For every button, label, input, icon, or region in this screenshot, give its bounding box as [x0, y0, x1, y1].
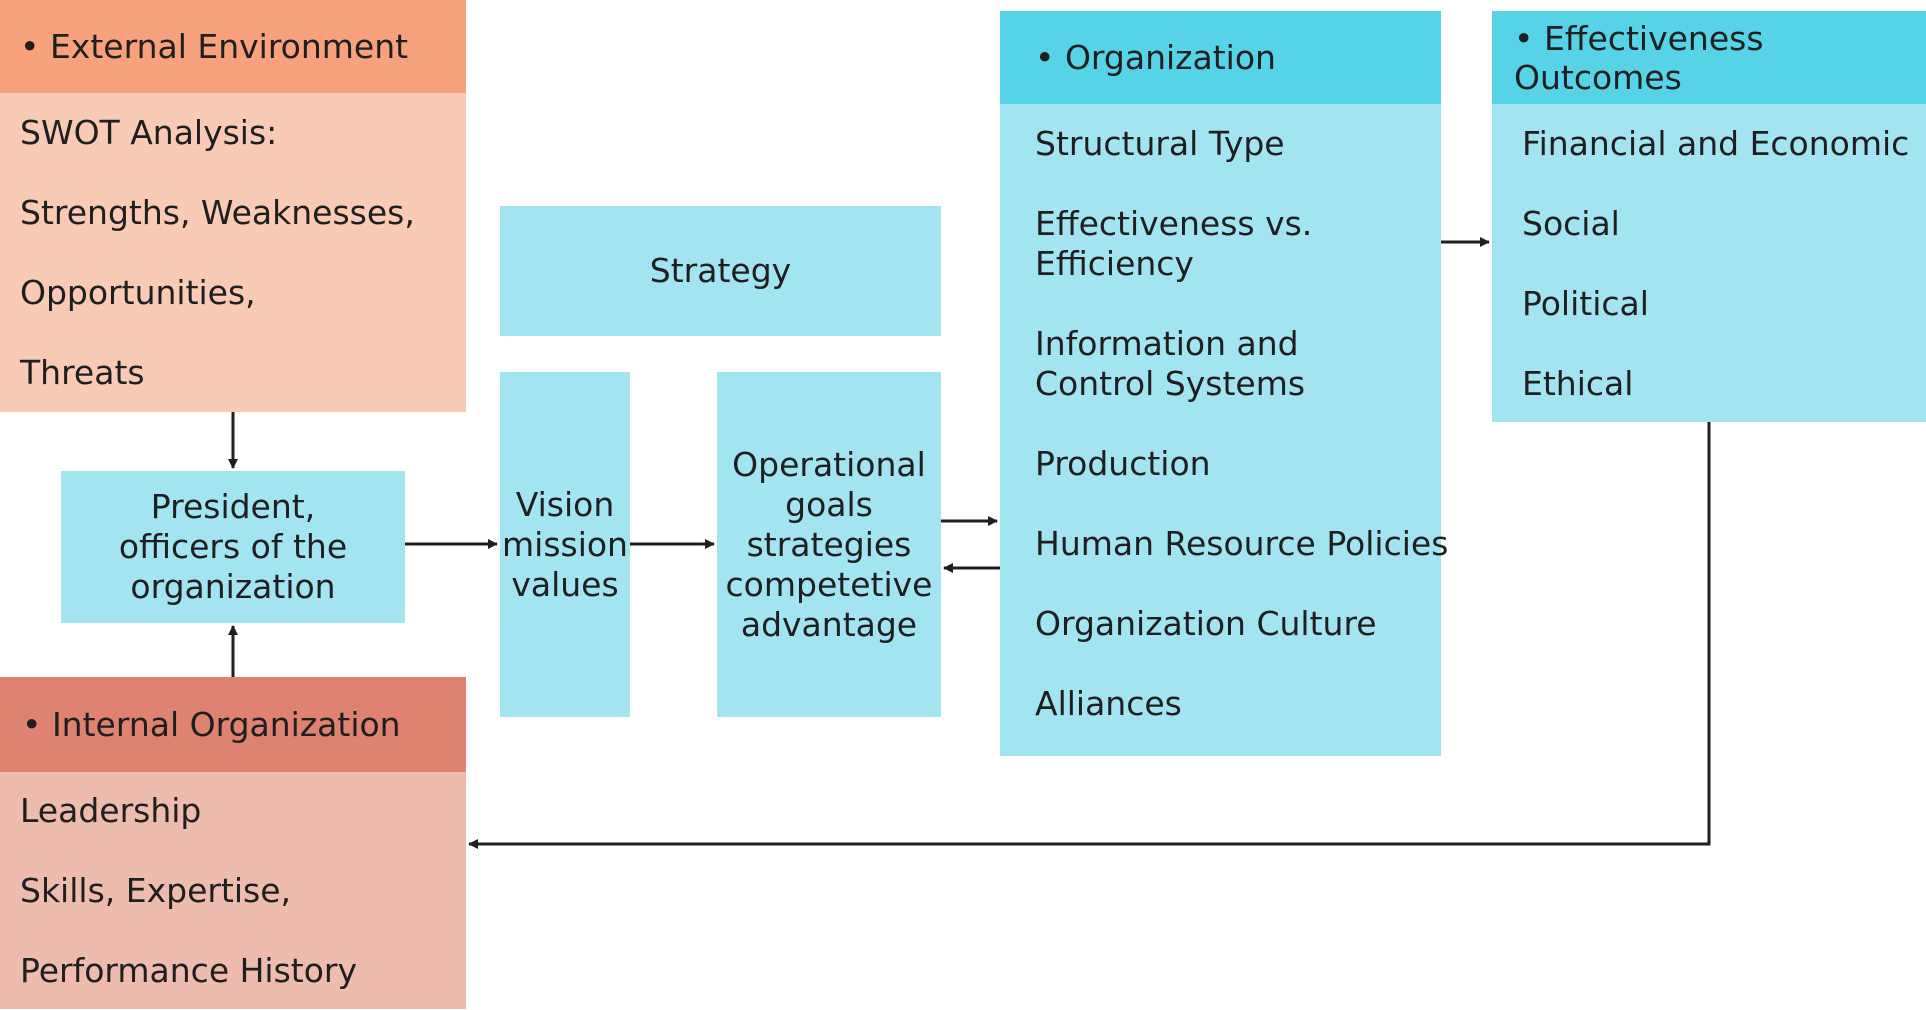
organization-item: Effectiveness vs.: [1035, 204, 1313, 243]
strategy-box: Strategy: [500, 206, 941, 336]
outcomes-item: Financial and Economic: [1522, 124, 1910, 163]
external-item: Opportunities,: [20, 273, 256, 312]
internal-item: Performance History: [20, 951, 358, 990]
external-item: Threats: [20, 353, 145, 392]
operational-line: strategies: [746, 524, 912, 564]
internal-organization-title: • Internal Organization: [22, 705, 401, 744]
external-item: Strengths, Weaknesses,: [20, 193, 415, 232]
organization-item: Structural Type: [1035, 124, 1285, 163]
organization-item: Production: [1035, 444, 1211, 483]
external-environment-title: • External Environment: [20, 27, 409, 66]
president-line: officers of the: [118, 527, 348, 566]
president-box: President, officers of the organization: [61, 471, 405, 623]
organization-title: • Organization: [1035, 38, 1276, 77]
organization-item: Efficiency: [1035, 244, 1194, 283]
operational-line: goals: [785, 484, 873, 524]
vision-line: Vision: [515, 484, 615, 524]
operational-line: advantage: [740, 604, 918, 644]
outcomes-item: Political: [1522, 284, 1649, 323]
internal-item: Skills, Expertise,: [20, 871, 292, 910]
organization-item: Information and: [1035, 324, 1299, 363]
operational-line: Operational: [732, 444, 926, 484]
strategy-label: Strategy: [649, 251, 792, 290]
president-line: President,: [150, 487, 316, 526]
outcomes-title: • Effectiveness Outcomes: [1514, 18, 1764, 97]
outcomes-item: Social: [1522, 204, 1620, 243]
organization-item: Human Resource Policies: [1035, 524, 1449, 563]
operational-box: Operational goals strategies competetive…: [717, 372, 941, 717]
arrow-outcomes-to-internal: [468, 422, 1711, 849]
internal-organization-header: • Internal Organization: [0, 677, 466, 772]
external-environment-header: • External Environment: [0, 0, 466, 93]
vision-box: Vision mission values: [500, 372, 630, 717]
organization-header: • Organization: [1000, 11, 1441, 104]
outcomes-item: Ethical: [1522, 364, 1634, 403]
outcomes-header: • Effectiveness Outcomes: [1492, 11, 1926, 104]
organization-item: Organization Culture: [1035, 604, 1377, 643]
vision-line: values: [511, 564, 619, 604]
external-item: SWOT Analysis:: [20, 113, 278, 152]
operational-line: competetive: [725, 564, 933, 604]
internal-organization-box: • Internal Organization Leadership Skill…: [0, 677, 466, 1009]
vision-line: mission: [502, 524, 628, 564]
outcomes-box: • Effectiveness Outcomes Financial and E…: [1492, 11, 1926, 422]
internal-item: Leadership: [20, 791, 202, 830]
organization-item: Alliances: [1035, 684, 1182, 723]
external-environment-box: • External Environment SWOT Analysis: St…: [0, 0, 466, 412]
organization-item: Control Systems: [1035, 364, 1306, 403]
organization-box: • Organization Structural Type Effective…: [1000, 11, 1448, 756]
president-line: organization: [130, 567, 336, 606]
